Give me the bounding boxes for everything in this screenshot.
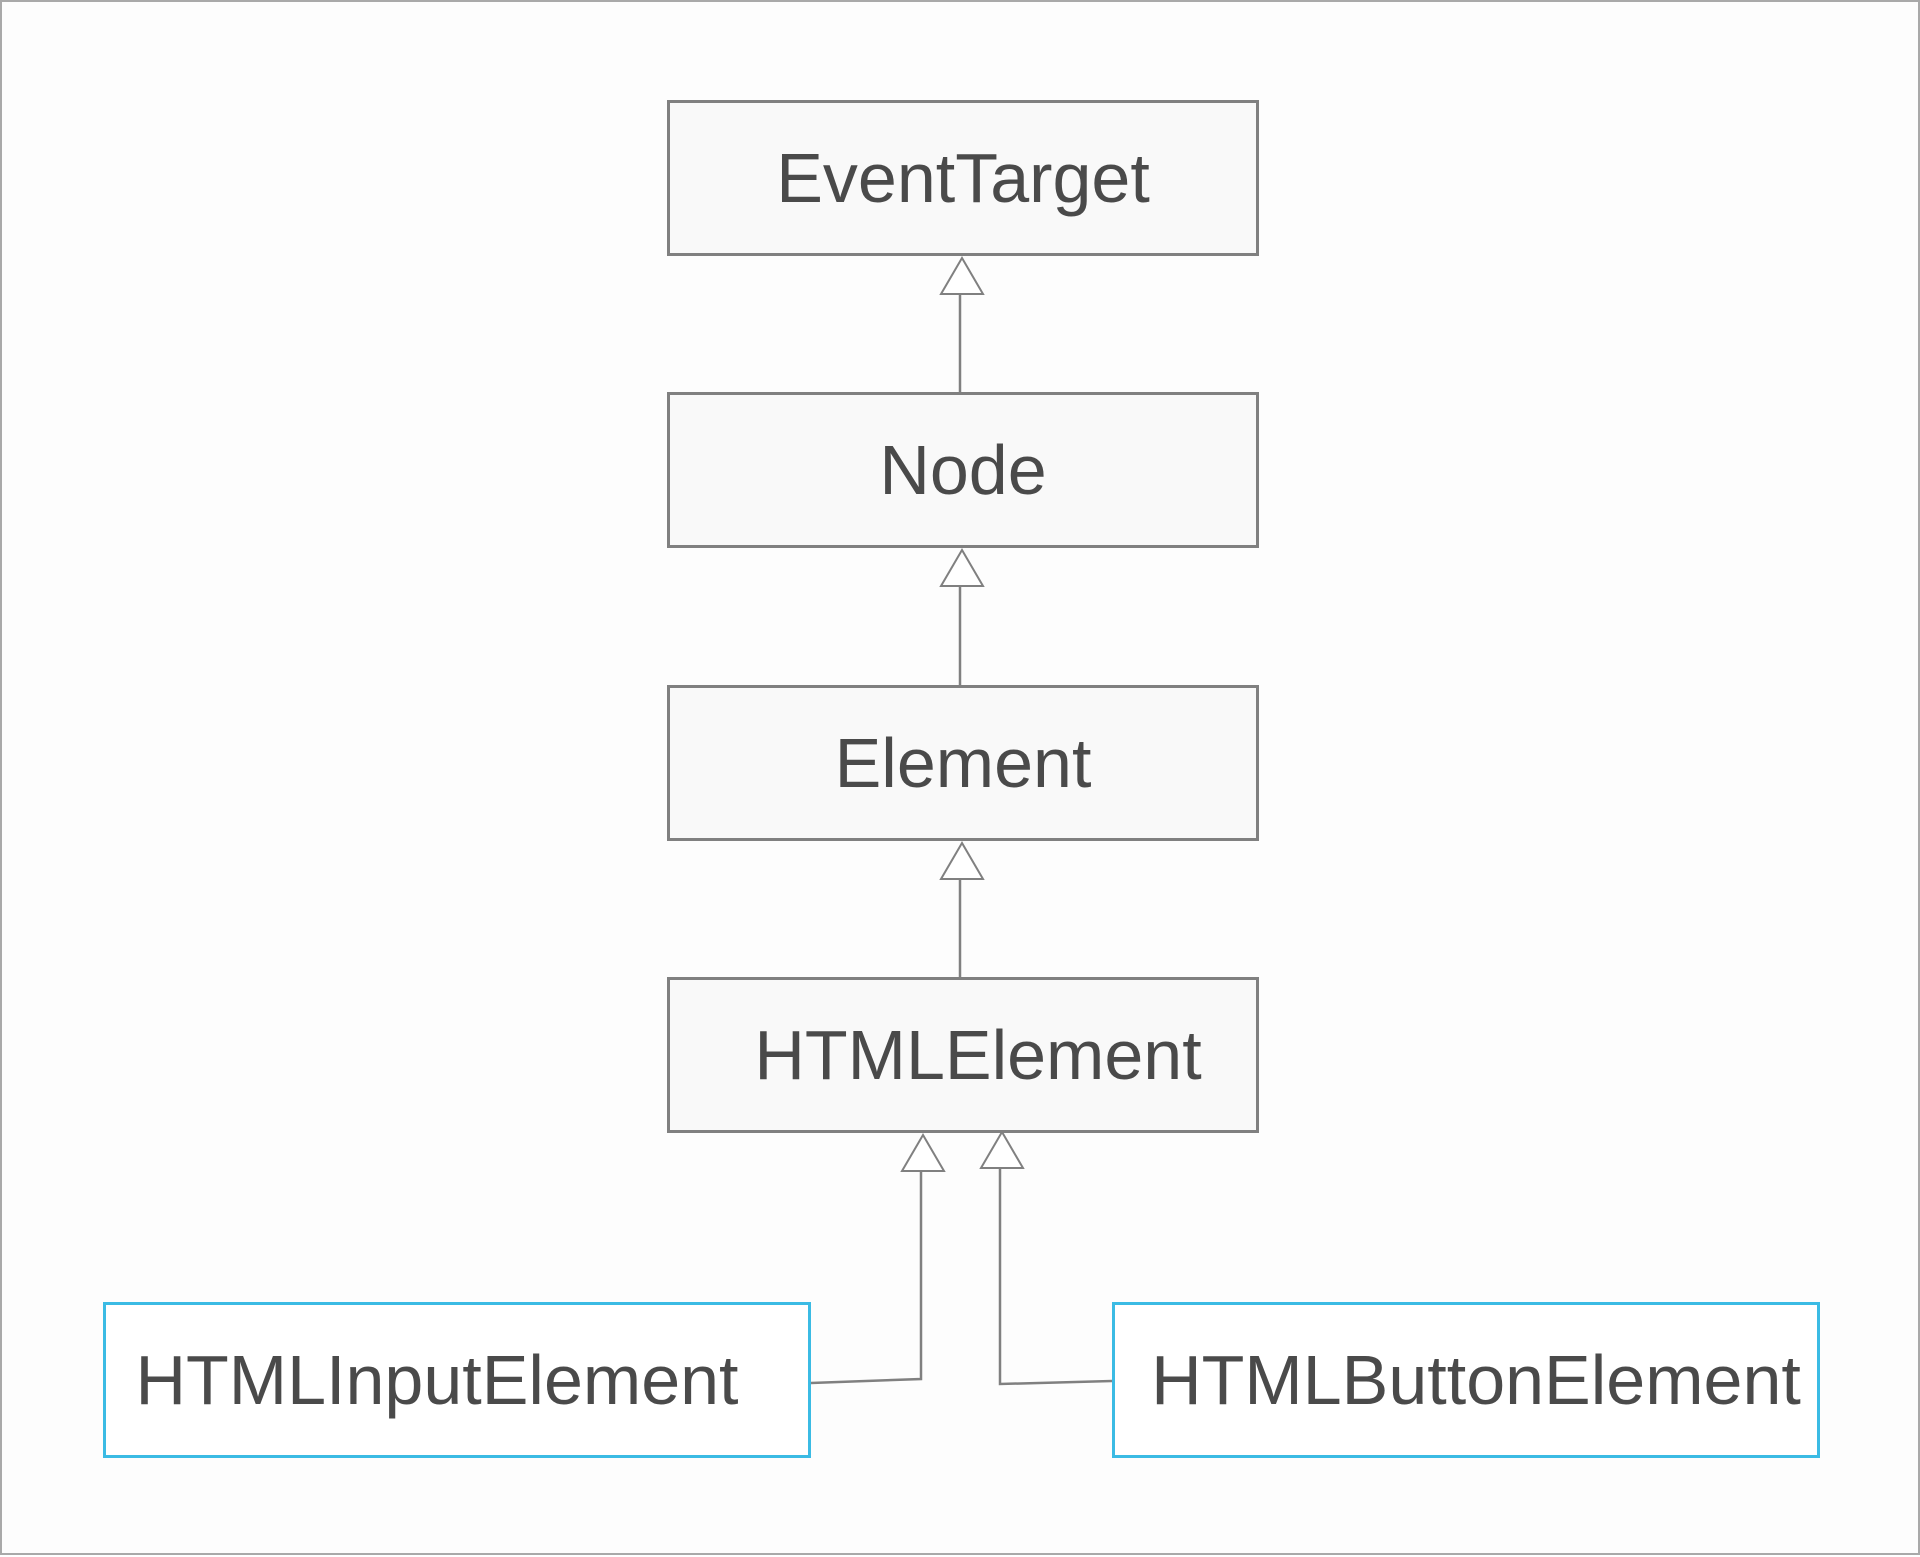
inheritance-arrowhead-icon	[900, 1133, 946, 1172]
class-label-eventtarget: EventTarget	[776, 139, 1150, 217]
class-label-htmlinputelement: HTMLInputElement	[135, 1341, 739, 1419]
class-box-node: Node	[667, 392, 1259, 548]
class-box-htmlbuttonelement: HTMLButtonElement	[1112, 1302, 1820, 1458]
inheritance-arrowhead-icon	[939, 841, 985, 880]
inheritance-arrowhead-icon	[939, 548, 985, 587]
class-label-node: Node	[879, 431, 1047, 509]
edge-htmlbuttonelement-to-htmlelement	[998, 1168, 1113, 1386]
class-box-element: Element	[667, 685, 1259, 841]
inheritance-arrowhead-icon	[979, 1130, 1025, 1169]
class-label-htmlbuttonelement: HTMLButtonElement	[1151, 1341, 1801, 1419]
class-label-htmlelement: HTMLElement	[754, 1016, 1202, 1094]
edge-htmlinputelement-to-htmlelement	[810, 1171, 923, 1385]
class-label-element: Element	[834, 724, 1092, 802]
class-box-htmlinputelement: HTMLInputElement	[103, 1302, 811, 1458]
inheritance-arrowhead-icon	[939, 256, 985, 295]
class-box-htmlelement: HTMLElement	[667, 977, 1259, 1133]
class-box-eventtarget: EventTarget	[667, 100, 1259, 256]
